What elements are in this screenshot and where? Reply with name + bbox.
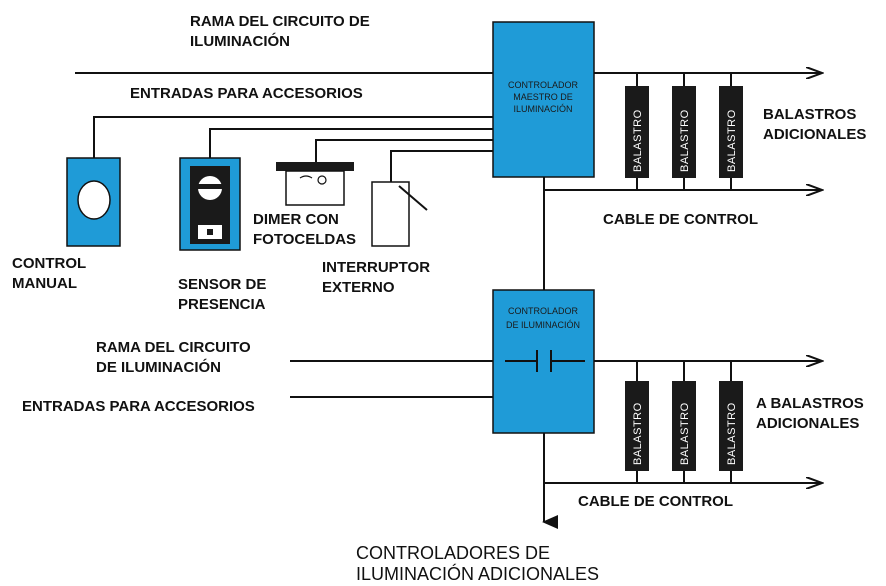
top-ballast-2: BALASTRO xyxy=(672,73,696,190)
top-branch-label-1: RAMA DEL CIRCUITO DE xyxy=(190,13,370,30)
manual-control-label-2: MANUAL xyxy=(12,275,77,292)
bottom-ballast-3-label: BALASTRO xyxy=(726,402,738,465)
top-ballast-1: BALASTRO xyxy=(625,73,649,190)
external-switch-label-2: EXTERNO xyxy=(322,279,395,296)
bottom-ballast-1-label: BALASTRO xyxy=(632,402,644,465)
dimmer-label-2: FOTOCELDAS xyxy=(253,231,356,248)
bottom-branch-label-2: DE ILUMINACIÓN xyxy=(96,358,221,376)
master-controller-label-1: CONTROLADOR xyxy=(508,80,579,90)
external-switch-label-1: INTERRUPTOR xyxy=(322,259,430,276)
dimmer-photocell-device xyxy=(276,162,354,206)
master-controller-box xyxy=(492,21,595,178)
dimmer-label-1: DIMER CON xyxy=(253,211,339,228)
top-ballast-3-label: BALASTRO xyxy=(726,109,738,172)
extra-ballasts-bottom-label-2: ADICIONALES xyxy=(756,415,859,432)
relay-contact-symbol xyxy=(505,350,585,372)
top-branch-label-2: ILUMINACIÓN xyxy=(190,32,290,50)
bottom-ballast-2-label: BALASTRO xyxy=(679,402,691,465)
master-controller-label-3: ILUMINACIÓN xyxy=(513,104,572,114)
top-ballast-2-label: BALASTRO xyxy=(679,109,691,172)
switch-wire xyxy=(390,150,495,182)
manual-control-device xyxy=(66,157,121,247)
master-controller-label-2: MAESTRO DE xyxy=(513,92,573,102)
bottom-ballast-2: BALASTRO xyxy=(672,361,696,483)
top-ballast-3: BALASTRO xyxy=(719,73,743,190)
external-switch-device xyxy=(371,181,428,247)
extra-ballasts-bottom-label-1: A BALASTROS xyxy=(756,395,864,412)
top-accessories-label: ENTRADAS PARA ACCESORIOS xyxy=(130,85,363,102)
sensor-wire xyxy=(209,128,495,158)
top-ballast-1-label: BALASTRO xyxy=(632,109,644,172)
extra-ballasts-top-label-1: BALASTROS xyxy=(763,106,856,123)
dimmer-wire xyxy=(315,139,495,162)
presence-sensor-label-2: PRESENCIA xyxy=(178,296,266,313)
lighting-controller-label-1: CONTROLADOR xyxy=(508,306,579,316)
manual-control-wire xyxy=(93,116,495,158)
bottom-ballast-1: BALASTRO xyxy=(625,361,649,483)
lighting-controller-label-2: DE ILUMINACIÓN xyxy=(506,320,580,330)
manual-control-label-1: CONTROL xyxy=(12,255,86,272)
control-cable-bottom-label: CABLE DE CONTROL xyxy=(578,493,733,510)
additional-controllers-label-1: CONTROLADORES DE xyxy=(356,543,550,563)
bottom-accessories-label: ENTRADAS PARA ACCESORIOS xyxy=(22,398,255,415)
presence-sensor-device xyxy=(179,157,241,251)
control-cable-top-label: CABLE DE CONTROL xyxy=(603,211,758,228)
presence-sensor-label-1: SENSOR DE xyxy=(178,276,266,293)
bottom-branch-label-1: RAMA DEL CIRCUITO xyxy=(96,339,251,356)
extra-ballasts-top-label-2: ADICIONALES xyxy=(763,126,866,143)
additional-controllers-label-2: ILUMINACIÓN ADICIONALES xyxy=(356,563,599,584)
bottom-ballast-3: BALASTRO xyxy=(719,361,743,483)
